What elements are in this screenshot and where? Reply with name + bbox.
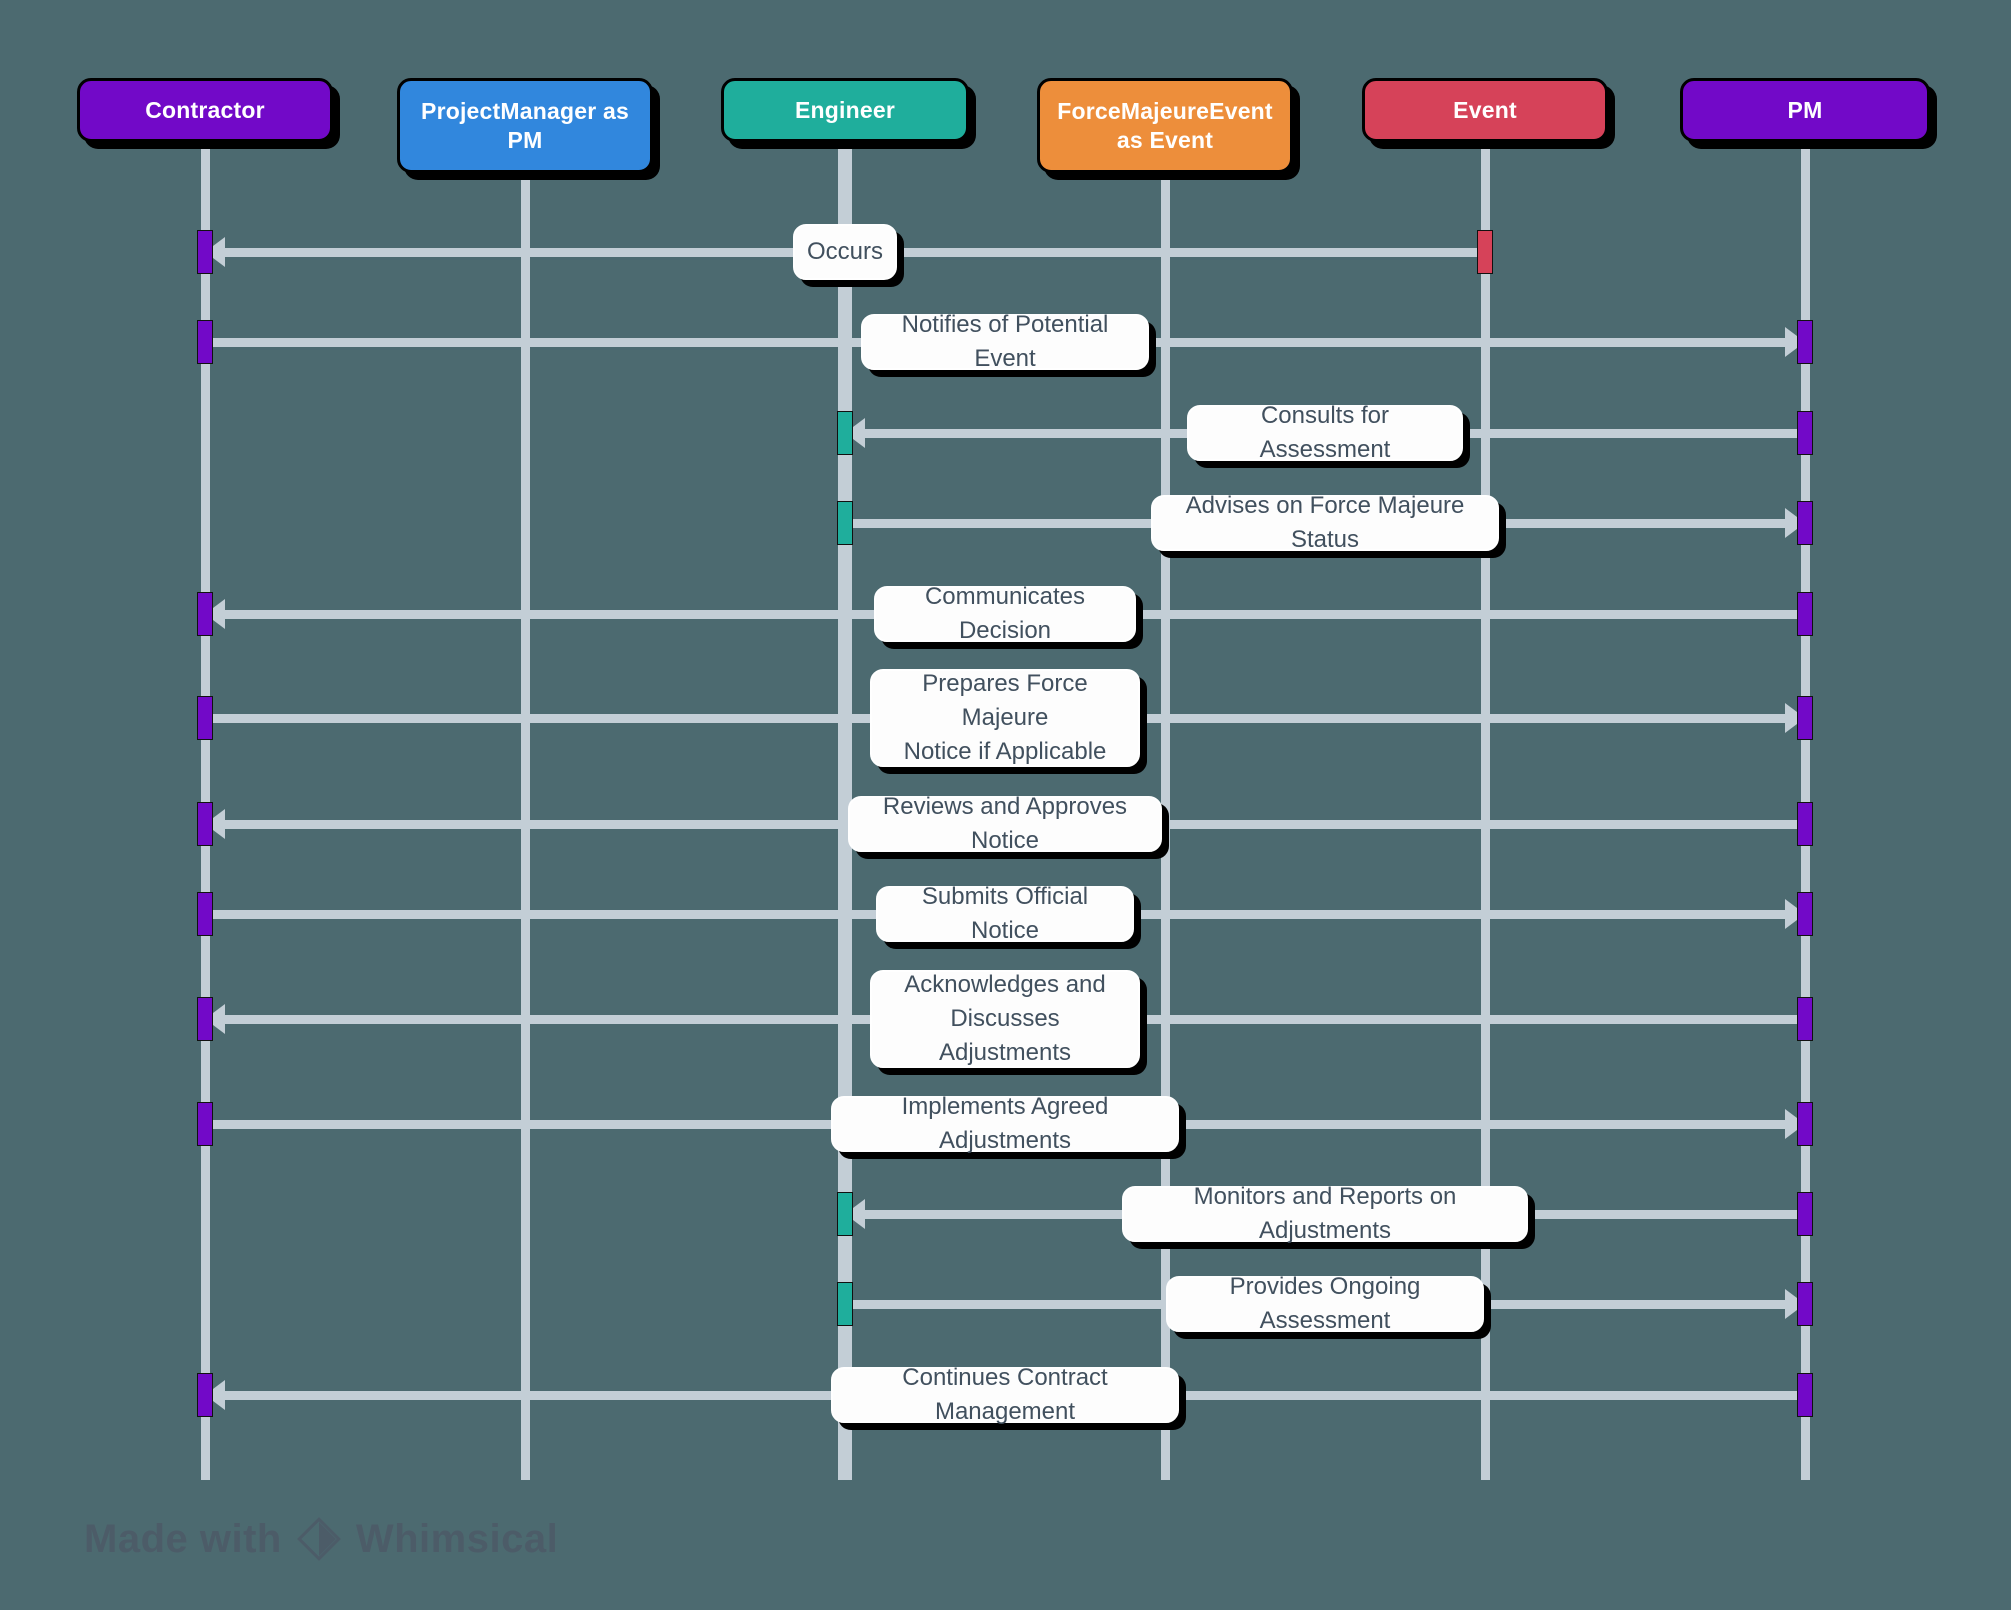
message-label-8: Submits Official Notice [876,883,1134,944]
actor-box-fme[interactable]: ForceMajeureEvent as Event [1037,78,1293,173]
message-label-9: Acknowledges and Discusses Adjustments [870,970,1140,1068]
activation-bar-pm [1797,501,1813,545]
activation-bar-engineer [837,501,853,545]
activation-bar-pm [1797,1282,1813,1326]
actor-box-pm_as_pm[interactable]: ProjectManager as PM [397,78,653,173]
whimsical-diamond-icon [296,1517,341,1561]
lifeline-fme [1160,140,1170,1480]
message-label-10: Implements Agreed Adjustments [831,1093,1179,1154]
activation-bar-pm [1797,892,1813,936]
activation-bar-pm [1797,1192,1813,1236]
activation-bar-engineer [837,411,853,455]
actor-label-contractor: Contractor [145,96,265,123]
activation-bar-pm [1797,696,1813,740]
activation-bar-pm [1797,1102,1813,1146]
message-label-12: Provides Ongoing Assessment [1166,1273,1484,1334]
actor-label-event: Event [1453,96,1517,123]
activation-bar-pm [1797,592,1813,636]
lifeline-event [1480,140,1490,1480]
activation-bar-pm [1797,997,1813,1041]
activation-bar-engineer [837,1282,853,1326]
activation-bar-event [1477,230,1493,274]
actor-box-event[interactable]: Event [1362,78,1608,142]
message-label-7: Reviews and Approves Notice [848,793,1162,854]
activation-bar-pm [1797,1373,1813,1417]
activation-bar-contractor [197,696,213,740]
message-label-1: Occurs [793,224,897,280]
message-label-13: Continues Contract Management [831,1364,1179,1425]
activation-bar-pm [1797,411,1813,455]
actor-box-pm[interactable]: PM [1680,78,1930,142]
activation-bar-contractor [197,320,213,364]
activation-bar-contractor [197,997,213,1041]
actor-label-pm_as_pm: ProjectManager as PM [421,97,629,153]
message-label-5: Communicates Decision [874,583,1136,644]
actor-label-pm: PM [1787,96,1823,123]
activation-bar-contractor [197,230,213,274]
activation-bar-contractor [197,892,213,936]
actor-label-fme: ForceMajeureEvent as Event [1057,97,1273,153]
message-label-6: Prepares Force Majeure Notice if Applica… [870,669,1140,767]
actor-box-engineer[interactable]: Engineer [721,78,969,142]
activation-bar-contractor [197,1373,213,1417]
message-label-11: Monitors and Reports on Adjustments [1122,1183,1528,1244]
message-label-4: Advises on Force Majeure Status [1151,492,1499,553]
watermark-brand: Whimsical [355,1516,559,1561]
message-label-2: Notifies of Potential Event [861,311,1149,372]
lifeline-pm_as_pm [520,140,530,1480]
activation-bar-contractor [197,802,213,846]
activation-bar-contractor [197,592,213,636]
watermark-prefix: Made with [84,1516,282,1561]
activation-bar-engineer [837,1192,853,1236]
activation-bar-contractor [197,1102,213,1146]
message-label-3: Consults for Assessment [1187,402,1463,463]
actor-box-contractor[interactable]: Contractor [77,78,333,142]
whimsical-watermark: Made with Whimsical [84,1516,558,1562]
activation-bar-pm [1797,802,1813,846]
actor-label-engineer: Engineer [794,96,895,123]
activation-bar-pm [1797,320,1813,364]
